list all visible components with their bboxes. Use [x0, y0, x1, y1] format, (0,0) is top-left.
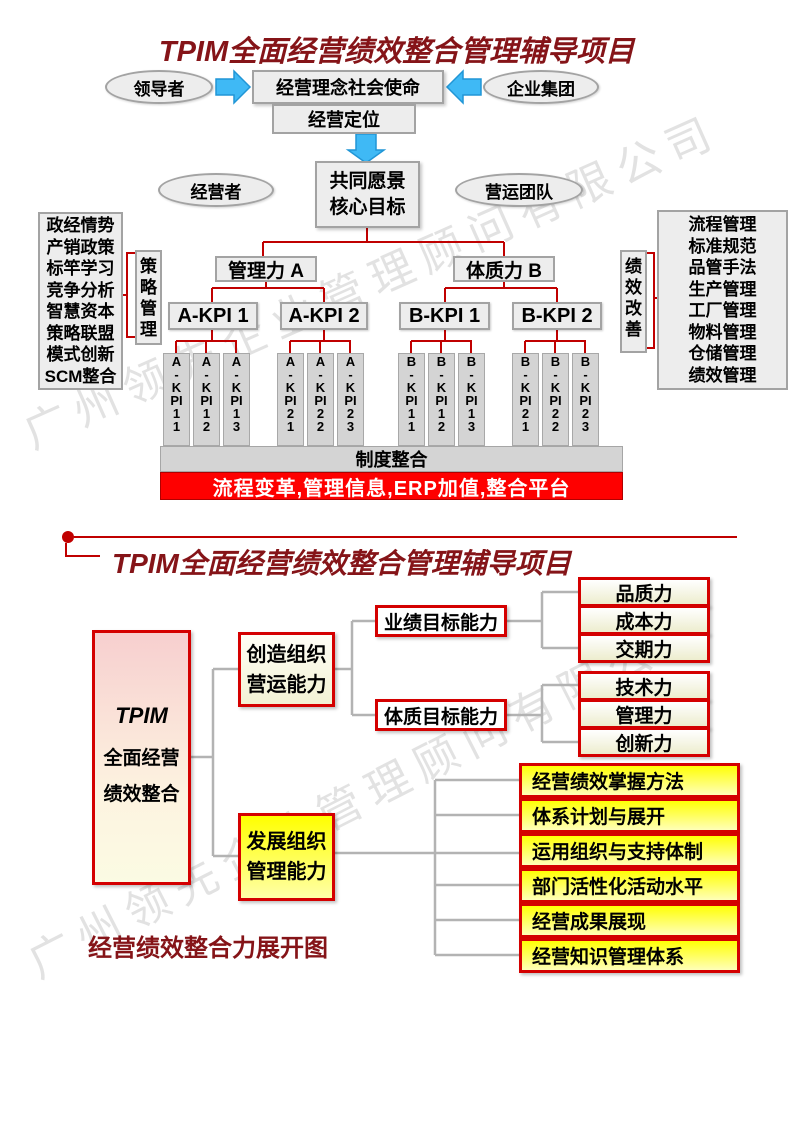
quality-power-box: 品质力 — [578, 577, 710, 607]
strategy-mgmt-vertical-box: 策略管理 — [135, 250, 162, 345]
kpi-strip: B-KPI11 — [398, 353, 425, 446]
kpi-header-b2: B-KPI 2 — [512, 302, 602, 330]
develop-item-row: 经营知识管理体系 — [519, 938, 740, 973]
kpi-header-a2: A-KPI 2 — [280, 302, 368, 330]
tpim-subtitle: 全面经营 绩效整合 — [103, 747, 180, 805]
create-org-capability-box: 创造组织 营运能力 — [238, 632, 335, 707]
kpi-strip: B-KPI22 — [542, 353, 569, 446]
kpi-strip: A-KPI13 — [223, 353, 250, 446]
erp-platform-bar: 流程变革,管理信息,ERP加值,整合平台 — [160, 472, 623, 500]
management-power-box: 管理力 — [578, 699, 710, 729]
kpi-strip: B-KPI21 — [512, 353, 539, 446]
kpi-strip: A-KPI12 — [193, 353, 220, 446]
mission-box: 经营理念社会使命 — [252, 70, 444, 104]
kpi-strip: A-KPI21 — [277, 353, 304, 446]
kpi-strip: A-KPI22 — [307, 353, 334, 446]
kpi-strip: B-KPI12 — [428, 353, 455, 446]
left-strategy-list: 政经情势 产销政策 标竿学习 竞争分析 智慧资本 策略联盟 模式创新 SCM整合 — [38, 212, 123, 390]
system-integration-bar: 制度整合 — [160, 446, 623, 472]
vision-goal-box: 共同愿景 核心目标 — [315, 161, 420, 228]
blue-arrow-right-icon — [215, 69, 252, 105]
develop-item-row: 体系计划与展开 — [519, 798, 740, 833]
kpi-strip: B-KPI23 — [572, 353, 599, 446]
fitness-goal-box: 体质目标能力 — [375, 699, 507, 731]
ops-team-oval: 营运团队 — [455, 173, 583, 207]
kpi-header-a1: A-KPI 1 — [168, 302, 258, 330]
kpi-header-b1: B-KPI 1 — [399, 302, 490, 330]
develop-item-row: 经营绩效掌握方法 — [519, 763, 740, 798]
blue-arrow-left-icon — [445, 69, 482, 105]
kpi-strip: A-KPI23 — [337, 353, 364, 446]
leader-oval: 领导者 — [105, 70, 213, 104]
enterprise-group-oval: 企业集团 — [483, 70, 599, 104]
kpi-strip: B-KPI13 — [458, 353, 485, 446]
performance-improve-vertical-box: 绩效改善 — [620, 250, 647, 353]
develop-item-row: 经营成果展现 — [519, 903, 740, 938]
blue-arrow-down-icon — [345, 133, 387, 164]
cost-power-box: 成本力 — [578, 605, 710, 635]
develop-item-row: 运用组织与支持体制 — [519, 833, 740, 868]
fitness-power-b-box: 体质力 B — [453, 256, 555, 282]
innovation-power-box: 创新力 — [578, 727, 710, 757]
technology-power-box: 技术力 — [578, 671, 710, 701]
kpi-strip: A-KPI11 — [163, 353, 190, 446]
performance-goal-box: 业绩目标能力 — [375, 605, 507, 637]
develop-org-capability-box: 发展组织 管理能力 — [238, 813, 335, 901]
bottom-title: TPIM全面经营绩效整合管理辅导项目 — [112, 548, 571, 579]
mgmt-power-a-box: 管理力 A — [215, 256, 317, 282]
right-process-list: 流程管理 标准规范 品管手法 生产管理 工厂管理 物料管理 仓储管理 绩效管理 — [657, 210, 788, 390]
tpim-box: TPIM 全面经营 绩效整合 — [92, 630, 191, 885]
delivery-power-box: 交期力 — [578, 633, 710, 663]
operator-oval: 经营者 — [158, 173, 274, 207]
top-title: TPIM全面经营绩效整合管理辅导项目 — [158, 36, 635, 68]
tpim-name: TPIM — [115, 702, 168, 728]
develop-item-row: 部门活性化活动水平 — [519, 868, 740, 903]
positioning-box: 经营定位 — [272, 104, 416, 134]
caption-text: 经营绩效整合力展开图 — [88, 935, 328, 962]
